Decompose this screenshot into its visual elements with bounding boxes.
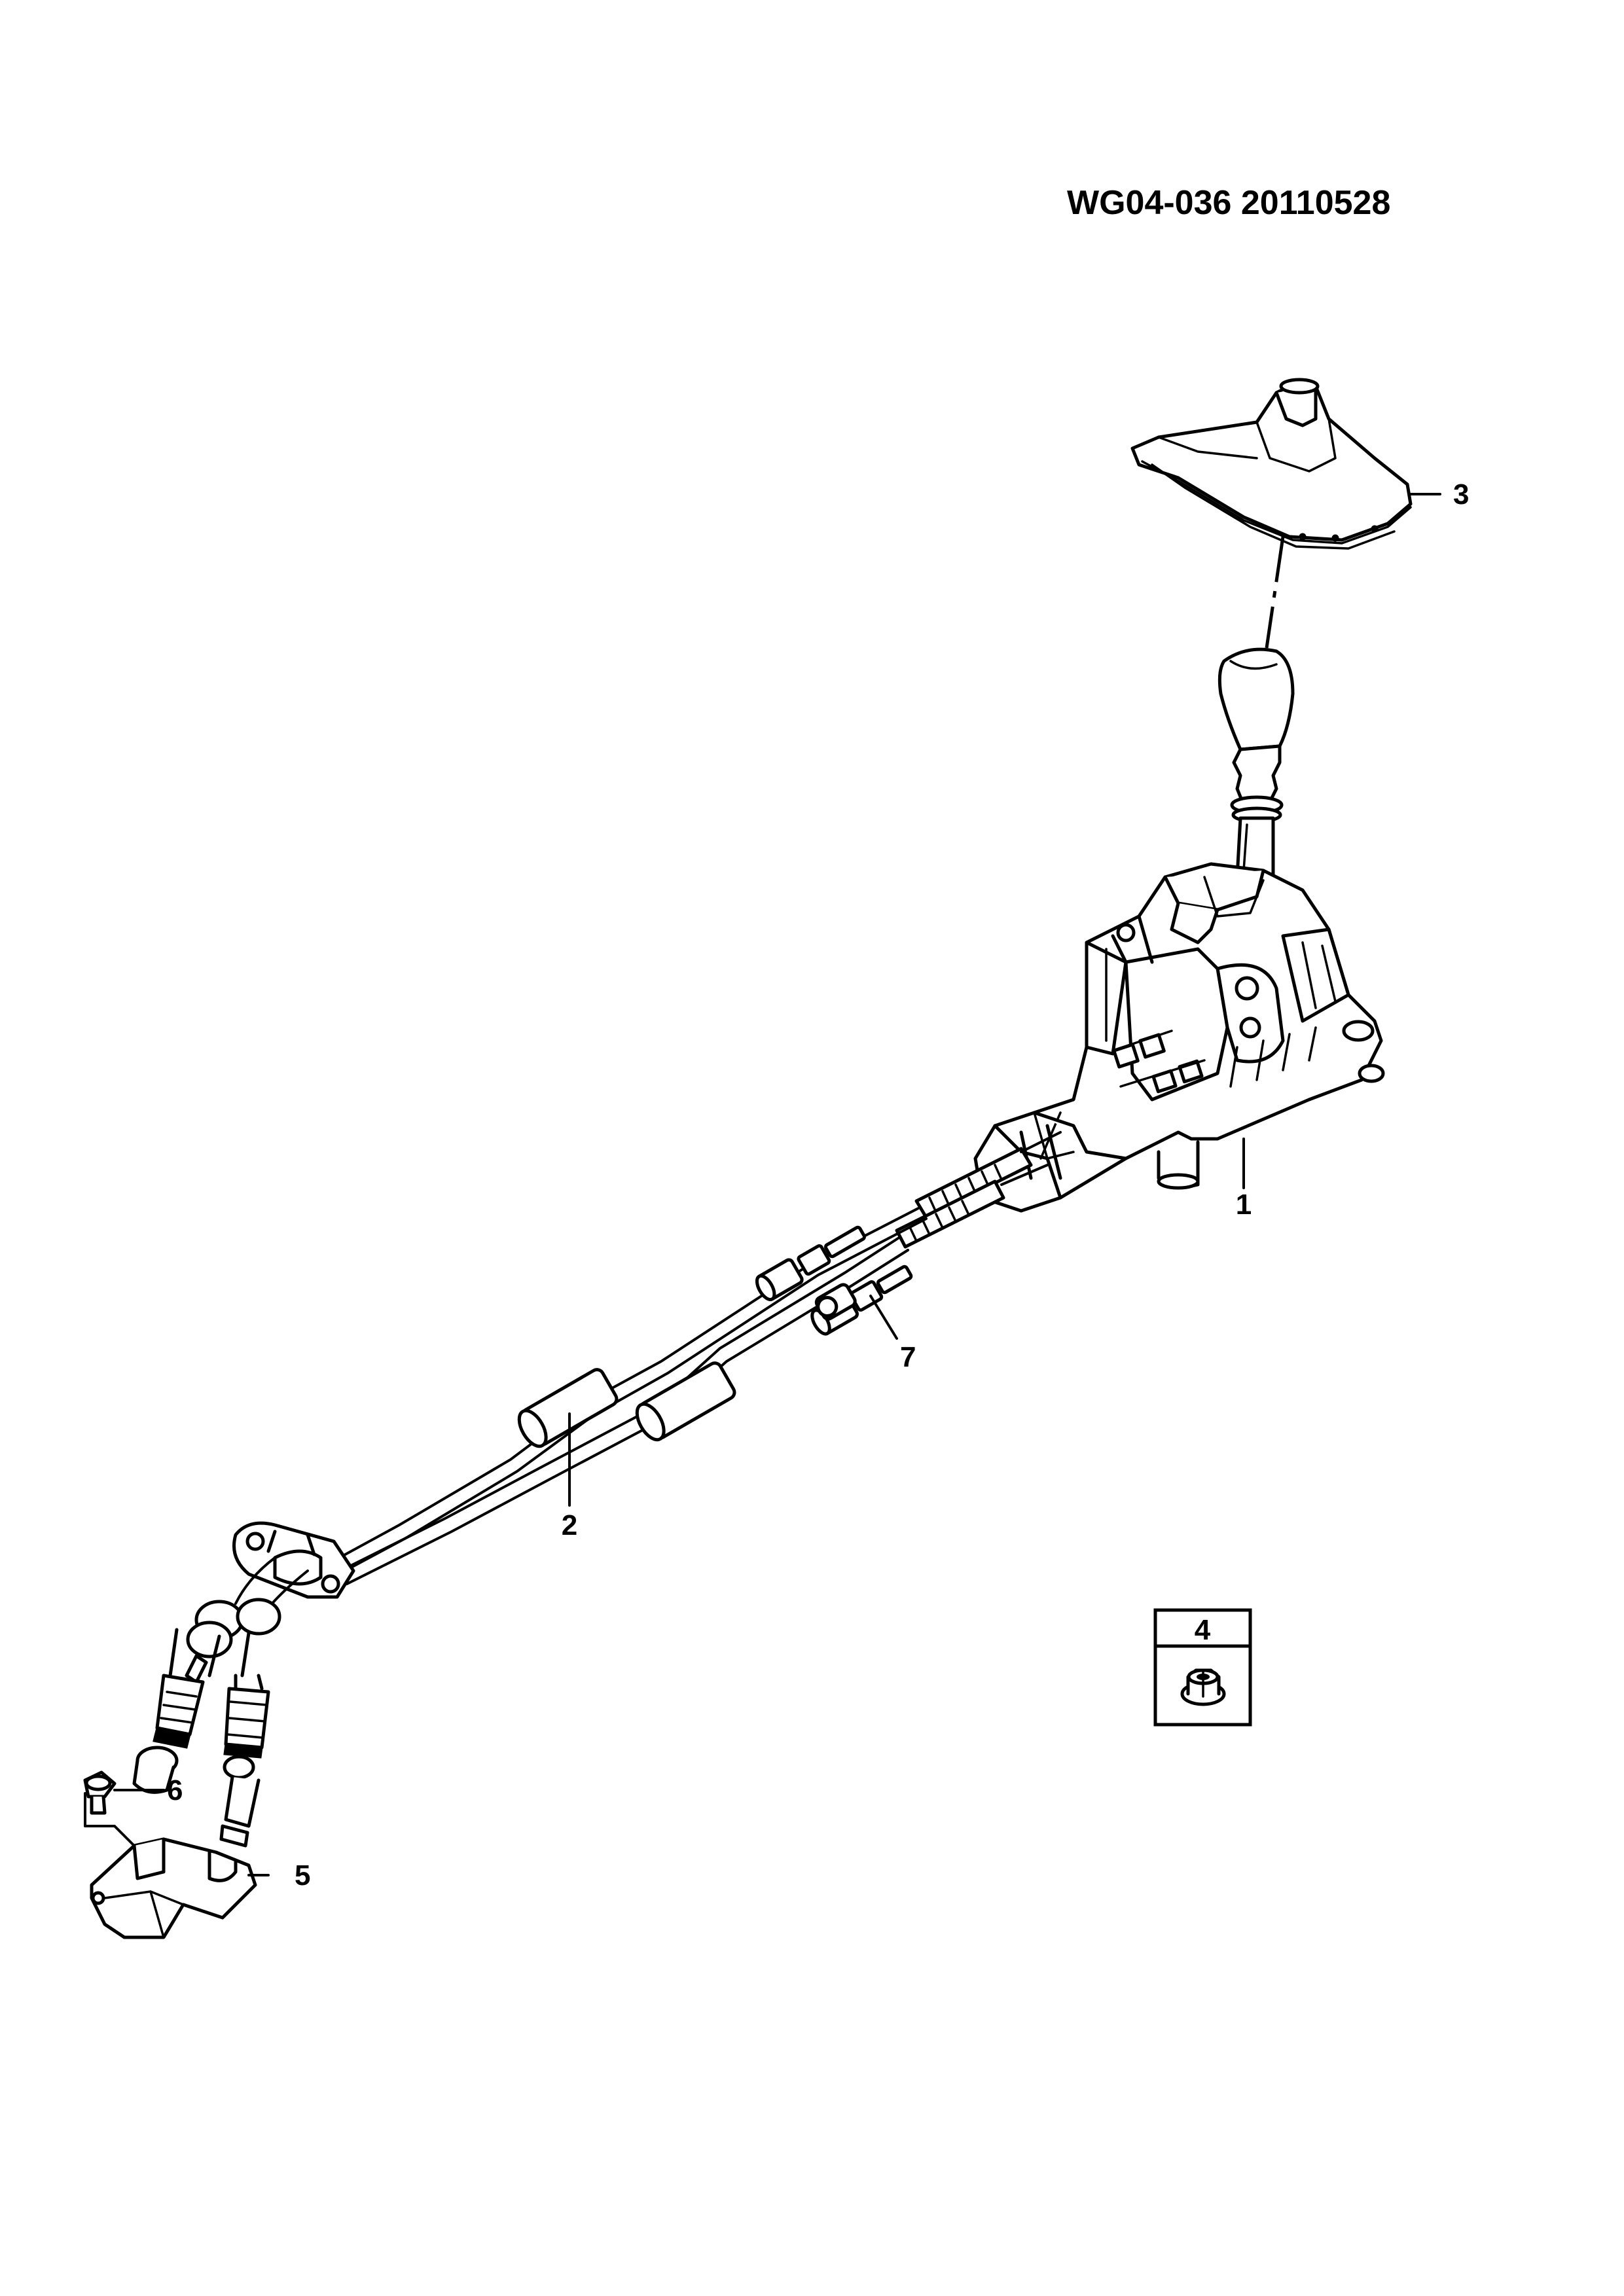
- document-code: WG04-036 20110528: [1067, 184, 1391, 222]
- inset-header-label: 4: [1195, 1614, 1211, 1646]
- cable-end-rods: [895, 1131, 1062, 1249]
- shift-knob[interactable]: [1218, 647, 1295, 882]
- callout-7: 7: [900, 1341, 916, 1373]
- cable-retainer-clip[interactable]: [814, 1283, 857, 1321]
- callout-5: 5: [295, 1859, 310, 1892]
- callout-1: 1: [1236, 1189, 1252, 1221]
- cable-end-left: [132, 1600, 244, 1794]
- shift-boot-cover[interactable]: [1130, 378, 1413, 550]
- callout-3: 3: [1453, 478, 1469, 511]
- flange-nut-icon: [1180, 1668, 1226, 1706]
- callout-2: 2: [562, 1509, 577, 1541]
- shift-cable-pair[interactable]: [132, 1206, 928, 1848]
- callout-6: 6: [167, 1774, 183, 1806]
- assembly-centerline: [1265, 536, 1285, 649]
- gear-shift-control-assembly[interactable]: [973, 862, 1385, 1213]
- cable-mounting-bracket[interactable]: [84, 1792, 257, 1939]
- leader-lines: [113, 493, 1441, 1876]
- cable-end-right: [219, 1598, 281, 1848]
- bolt[interactable]: [83, 1770, 117, 1815]
- inset-part-4[interactable]: 4: [1153, 1608, 1252, 1727]
